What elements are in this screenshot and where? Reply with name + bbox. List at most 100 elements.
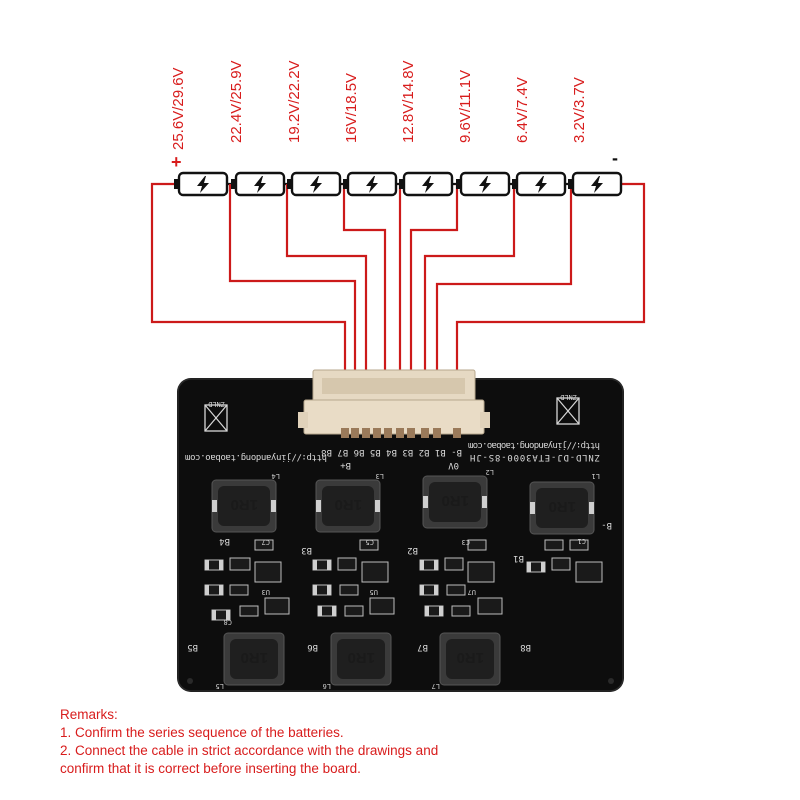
label-c1: C1 [578,537,586,545]
remarks-block: Remarks: 1. Confirm the series sequence … [60,706,760,778]
wire-b-minus [455,182,646,432]
inductor: 1R0 [211,479,277,533]
pcb-board: B- B1 B2 B3 B4 B5 B6 B7 B8 B+ 0V http://… [177,369,624,692]
lightning-icon [535,176,547,193]
battery-cell [174,171,229,197]
board-url-right: http://jinyandong.taobao.com [468,440,600,450]
inductor-designators: L4 L3 L2 L1 L5 L6 L7 [216,468,600,690]
component-labels: C1 C3 C5 C7 U3 U5 U7 C8 [224,537,586,626]
pad-dots [205,560,545,620]
silkscreen: B- B1 B2 B3 B4 B5 B6 B7 B8 B+ 0V http://… [185,440,612,530]
board-model: ZNLD-DJ-ETA3000-8S-JH [470,452,600,462]
wire-b5 [342,184,387,432]
designator-l1: L1 [592,472,600,480]
inductor: 1R0 [422,475,488,529]
voltage-label-6s: 19.2V/22.2V [286,60,303,143]
inductor-label: 1R0 [347,649,375,666]
section-b8: B8 [520,642,531,652]
znld-logo-text: ZNLD [560,393,577,401]
battery-cell [399,171,454,197]
remarks-line-3: confirm that it is correct before insert… [60,761,361,776]
positive-sign: + [171,152,182,172]
inductor: 1R0 [223,632,285,686]
inductor-label: 1R0 [441,492,469,509]
mounting-hole [608,678,614,684]
wire-b3 [409,184,459,432]
voltage-label-7s: 22.4V/25.9V [228,60,245,143]
inductor-label: 1R0 [230,496,258,513]
board-pin-labels: B- B1 B2 B3 B4 B5 B6 B7 B8 [321,447,462,457]
board-zero-v: 0V [448,460,459,470]
label-c5: C5 [366,538,374,546]
battery-series [174,171,623,197]
voltage-labels: 25.6V/29.6V 22.4V/25.9V 19.2V/22.2V 16V/… [170,60,588,150]
voltage-label-4s: 12.8V/14.8V [400,60,417,143]
lightning-icon [591,176,603,193]
mounting-hole [187,678,193,684]
battery-cell [231,171,286,197]
section-b4: B4 [219,536,230,546]
balance-wires [150,182,646,432]
remarks-title: Remarks: [60,707,118,722]
designator-l5: L5 [216,682,224,690]
wire-b6 [285,184,368,432]
designator-l3: L3 [376,472,384,480]
designator-l7: L7 [432,682,440,690]
wire-b8 [150,182,347,432]
label-c7: C7 [262,538,270,546]
board-url-left: http://jinyandong.taobao.com [185,452,327,462]
inductor-label: 1R0 [548,498,576,515]
designator-l4: L4 [272,472,280,480]
lightning-icon [310,176,322,193]
section-b7: B7 [417,642,428,652]
inductor: 1R0 [439,632,501,686]
label-u3: U3 [262,588,270,596]
wire-b2 [423,184,516,432]
section-b5: B5 [187,642,198,652]
board-b-minus: B- [601,520,612,530]
designator-l2: L2 [486,468,494,476]
voltage-label-2s: 6.4V/7.4V [514,77,531,143]
znld-logo-text: ZNLD [208,400,225,408]
section-labels: B4 B3 B2 B1 B5 B6 B7 B8 [187,536,531,652]
inductor-label: 1R0 [456,649,484,666]
battery-cell [287,171,342,197]
section-b3: B3 [301,545,312,555]
battery-cell [343,171,398,197]
voltage-label-5s: 16V/18.5V [343,73,360,143]
battery-cell [456,171,511,197]
inductor-label: 1R0 [334,496,362,513]
label-c8: C8 [224,618,232,626]
section-b6: B6 [307,642,318,652]
voltage-label-8s: 25.6V/29.6V [170,67,187,150]
inductor: 1R0 [315,479,381,533]
battery-cell [568,171,623,197]
znld-logo-left: ZNLD [204,400,228,432]
znld-logo-right: ZNLD [556,393,580,425]
lightning-icon [254,176,266,193]
board-b-plus: B+ [340,460,351,470]
section-b2: B2 [407,545,418,555]
lightning-icon [197,176,209,193]
inductor: 1R0 [330,632,392,686]
lightning-icon [422,176,434,193]
section-b1: B1 [513,553,524,563]
label-c3: C3 [462,538,470,546]
voltage-label-3s: 9.6V/11.1V [457,70,474,143]
label-u7: U7 [468,588,476,596]
remarks-line-2: 2. Connect the cable in strict accordanc… [60,743,439,758]
inductor-label: 1R0 [240,649,268,666]
designator-l6: L6 [323,682,331,690]
negative-sign: - [612,148,618,168]
label-u5: U5 [370,588,378,596]
voltage-label-1s: 3.2V/3.7V [571,77,588,143]
lightning-icon [479,176,491,193]
connector-pins [341,428,461,438]
inductor: 1R0 [529,481,595,535]
wire-b7 [228,184,357,432]
battery-cell [512,171,567,197]
remarks-line-1: 1. Confirm the series sequence of the ba… [60,725,344,740]
balance-connector [298,369,490,435]
wire-b1 [435,184,573,432]
